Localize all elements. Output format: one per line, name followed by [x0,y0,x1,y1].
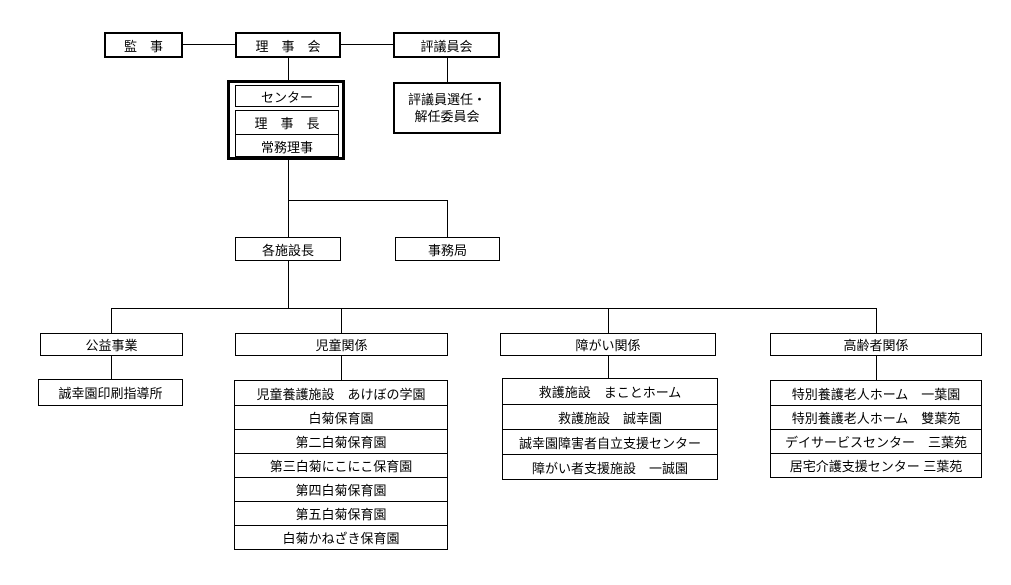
node-officers: 理 事 長 常務理事 [235,110,339,157]
facility-list-elderly: 特別養護老人ホーム 一葉園特別養護老人ホーム 雙葉苑デイサービスセンター 三葉苑… [770,380,982,478]
branch-header-elderly: 高齢者関係 [770,333,982,356]
node-facility-heads: 各施設長 [235,237,341,261]
branch-header-label: 障がい関係 [575,338,641,353]
facility-item: 誠幸園印刷指導所 [58,386,163,401]
connector-auditor-board [183,44,235,45]
node-center: センター [235,85,339,107]
node-council-label: 評議員会 [420,38,473,54]
facility-item: 特別養護老人ホーム 雙葉苑 [771,405,981,429]
branch-header-label: 児童関係 [315,338,368,353]
node-board-of-councilors: 評議員会 [393,32,500,58]
facility-list-children: 児童養護施設 あけぼの学園白菊保育園第二白菊保育園第三白菊にこにこ保育園第四白菊… [234,380,448,550]
facility-list-disability: 救護施設 まことホーム救護施設 誠幸園誠幸園障害者自立支援センター障がい者支援施… [502,378,718,480]
node-secretariat: 事務局 [395,237,500,261]
connector-council-committee [447,58,448,82]
facility-item: 第四白菊保育園 [235,477,447,501]
connector-drop-children [341,308,342,333]
facility-heads-label: 各施設長 [261,242,314,258]
connector-drop-public [111,308,112,333]
connector-drop-elderly [876,308,877,333]
committee-line2: 解任委員会 [414,109,480,124]
connector-disability-list [608,356,609,378]
facility-item: 第二白菊保育園 [235,429,447,453]
facility-list-public-business: 誠幸園印刷指導所 [38,379,183,406]
node-auditor-label: 監 事 [123,38,163,54]
connector-elderly-list [876,356,877,380]
node-board-label: 理 事 会 [255,38,321,54]
node-chairman: 理 事 長 [254,116,320,131]
node-board-of-directors: 理 事 会 [235,32,341,58]
facility-item: 第三白菊にこにこ保育園 [235,453,447,477]
connector-board-council [341,44,393,45]
facility-item: 居宅介護支援センター 三葉苑 [771,453,981,477]
branch-header-label: 高齢者関係 [843,338,909,353]
facility-item: 特別養護老人ホーム 一葉園 [791,386,961,402]
connector-children-list [341,356,342,380]
node-auditor: 監 事 [104,32,183,58]
facility-item: 障がい者支援施設 一誠園 [503,454,717,479]
node-center-label: センター [260,89,313,105]
exec-group: センター 理 事 長 常務理事 [227,80,345,160]
facility-item: 児童養護施設 あけぼの学園 [256,386,426,402]
facility-item: 第五白菊保育園 [235,501,447,525]
branch-header-disability: 障がい関係 [500,333,716,356]
connector-main-distribution [111,308,876,309]
facility-item: 救護施設 まことホーム [538,385,682,400]
facility-item: 白菊保育園 [235,405,447,429]
connector-branch-secretariat-h [288,200,448,201]
branch-header-label: 公益事業 [85,338,138,353]
connector-branch-secretariat-v [447,200,448,237]
connector-drop-disability [608,308,609,333]
branch-header-children: 児童関係 [235,333,448,356]
facility-item: 白菊かねざき保育園 [235,525,447,549]
branch-header-public-business: 公益事業 [40,333,183,356]
facility-item: デイサービスセンター 三葉苑 [771,429,981,453]
connector-public-list [111,356,112,379]
connector-exec-heads [288,160,289,237]
connector-heads-down [288,261,289,308]
secretariat-label: 事務局 [427,242,467,258]
facility-item: 救護施設 誠幸園 [503,404,717,429]
connector-board-exec [288,58,289,80]
node-councilor-committee: 評議員選任・ 解任委員会 [393,82,501,134]
node-managing-director: 常務理事 [236,134,338,157]
facility-item: 誠幸園障害者自立支援センター [503,429,717,454]
committee-line1: 評議員選任・ [407,92,486,107]
